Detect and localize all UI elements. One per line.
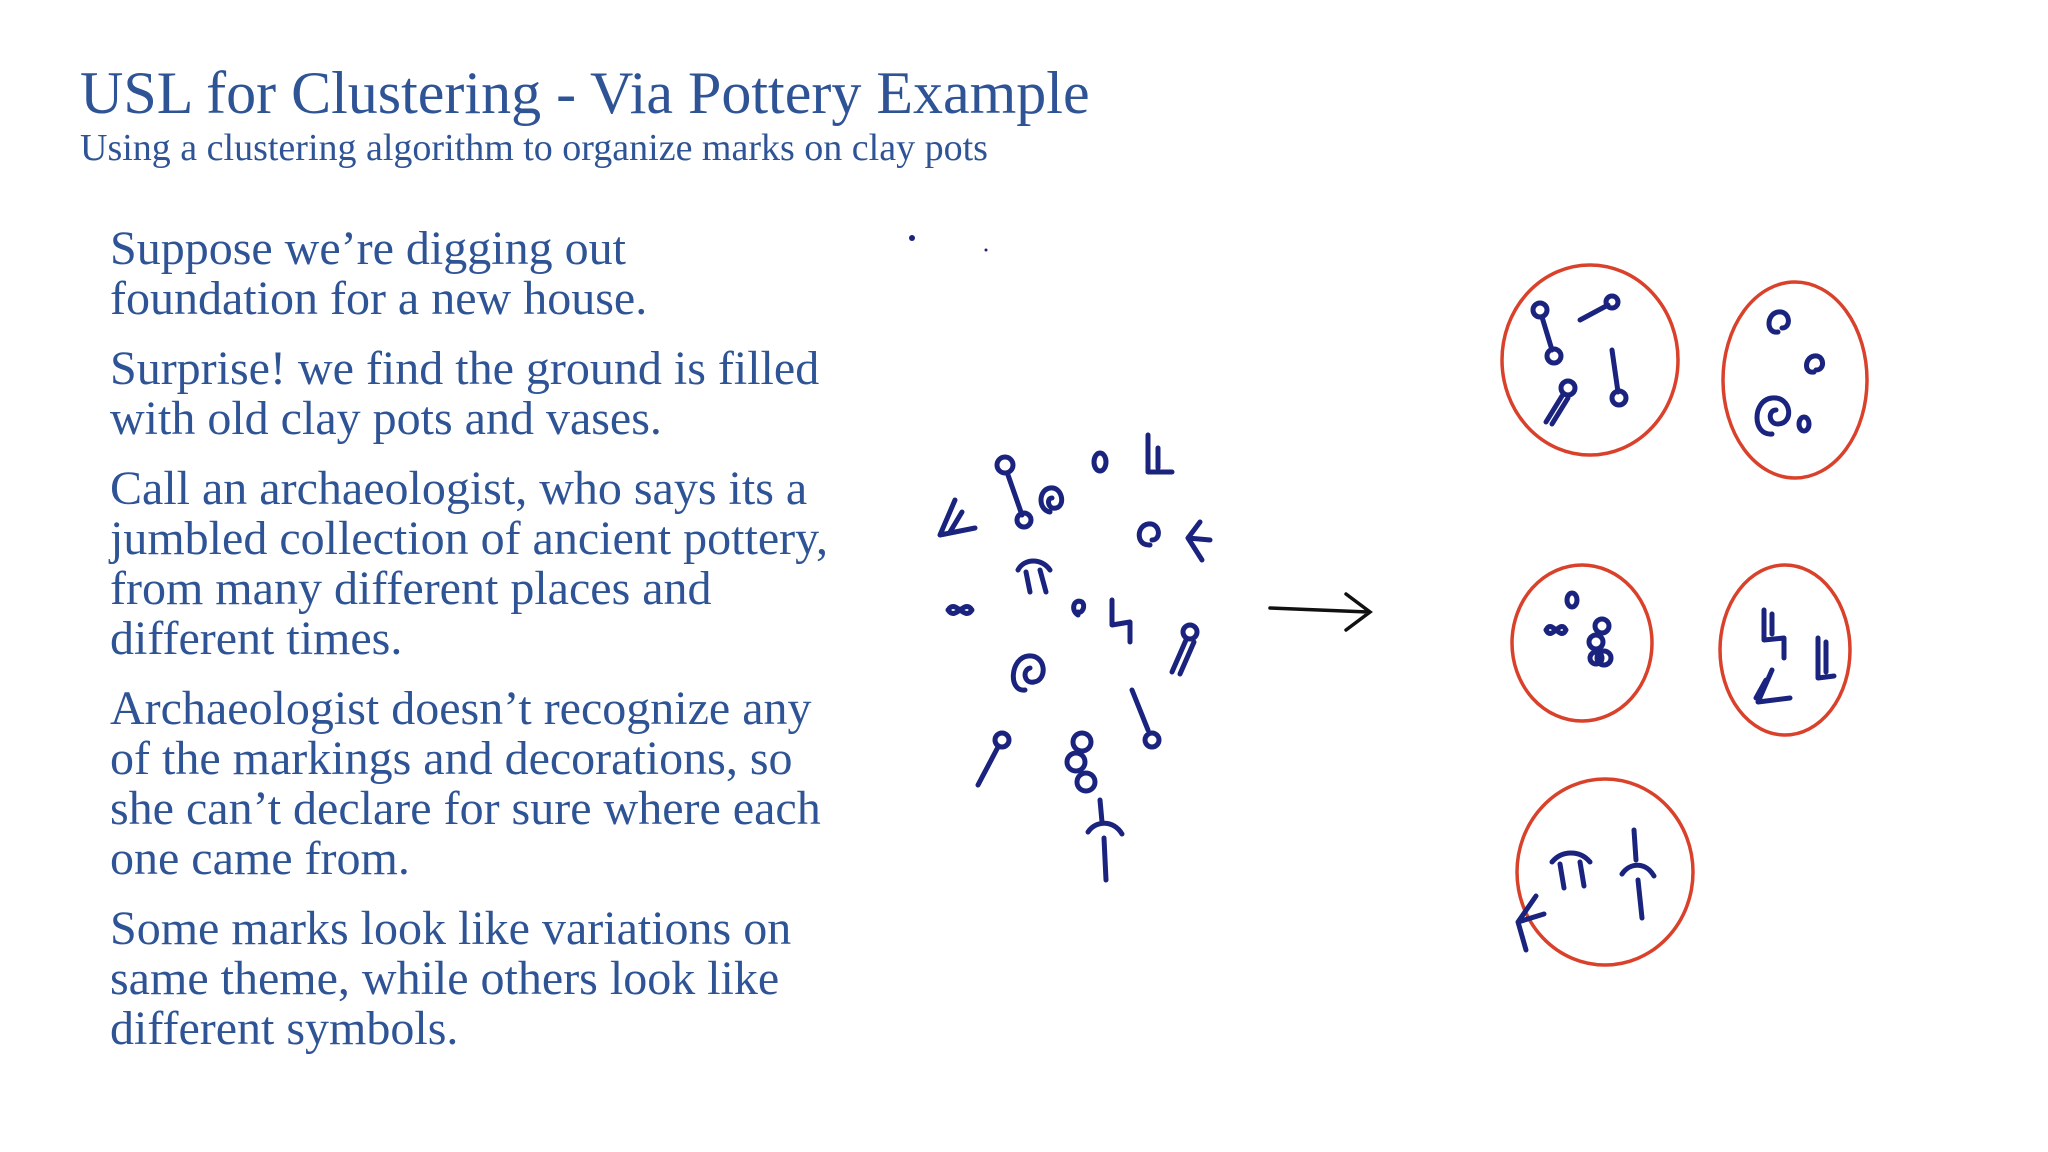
clustering-illustration bbox=[909, 235, 1869, 967]
paragraph-markings: Archaeologist doesn’t recognize any of t… bbox=[110, 682, 821, 885]
cluster-loops bbox=[1510, 563, 1654, 723]
pin-mark bbox=[1129, 687, 1162, 750]
pi-mark bbox=[1085, 797, 1125, 883]
spiral-mark bbox=[1136, 521, 1161, 548]
cluster-pi-marks bbox=[1515, 777, 1695, 967]
paragraph-archaeologist: Call an archaeologist, who says its a ju… bbox=[110, 462, 828, 665]
paragraph-digging: Suppose we’re digging out foundation for… bbox=[110, 222, 648, 325]
slide-title: USL for Clustering - Via Pottery Example bbox=[80, 60, 1090, 126]
spiral-mark bbox=[1038, 485, 1065, 515]
cluster-angles bbox=[1718, 563, 1852, 737]
slide-subtitle: Using a clustering algorithm to organize… bbox=[80, 127, 988, 169]
angle-mark bbox=[1109, 597, 1133, 645]
pin-mark bbox=[1169, 622, 1200, 677]
stray-dot bbox=[984, 248, 988, 252]
pin-mark bbox=[975, 730, 1012, 788]
body-text: Suppose we’re digging out foundation for… bbox=[110, 224, 910, 1074]
infinity-mark bbox=[945, 604, 975, 616]
triple-loop-mark bbox=[1064, 730, 1098, 794]
small-loop-mark bbox=[1091, 450, 1109, 474]
pi-mark bbox=[1015, 558, 1053, 595]
l-mark bbox=[1145, 432, 1175, 475]
spiral-mark bbox=[1071, 598, 1087, 618]
spiral-mark bbox=[1010, 653, 1046, 693]
stray-dot bbox=[909, 235, 915, 241]
pin-mark bbox=[994, 454, 1034, 530]
paragraph-surprise: Surprise! we find the ground is filled w… bbox=[110, 342, 820, 445]
unsorted-marks bbox=[937, 432, 1213, 883]
arrow-icon bbox=[1268, 592, 1373, 632]
paragraph-variations: Some marks look like variations on same … bbox=[110, 902, 792, 1055]
angle-mark bbox=[937, 497, 978, 538]
cluster-pins bbox=[1500, 263, 1680, 457]
cluster-spirals bbox=[1721, 280, 1869, 480]
y-mark bbox=[1185, 519, 1213, 563]
